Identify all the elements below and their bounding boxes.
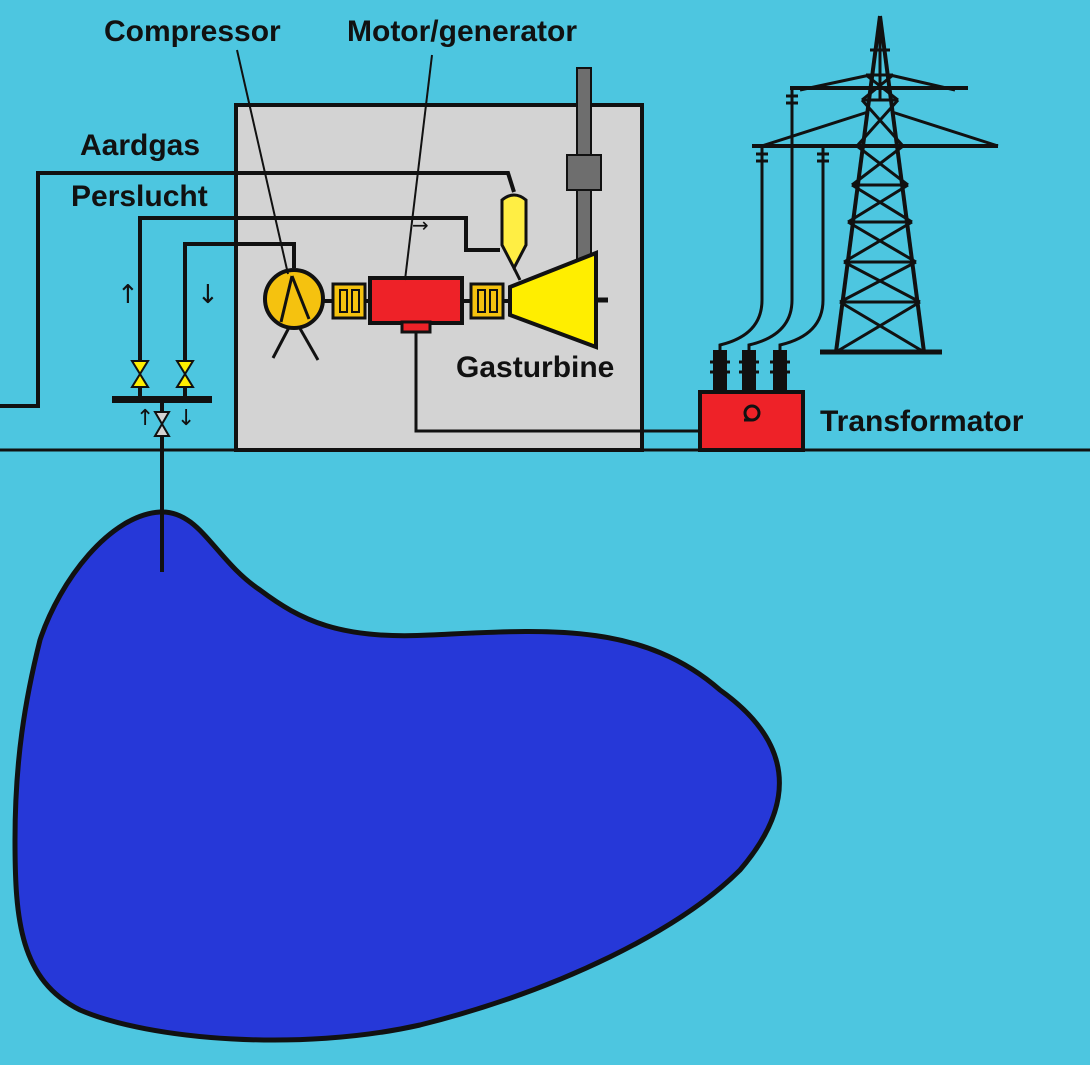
compressed-air-label: Perslucht — [71, 180, 208, 213]
transformer-label: Transformator — [820, 405, 1024, 438]
compressor-leader-line — [236, 49, 289, 275]
gas-turbine-unit — [508, 250, 608, 350]
natural-gas-pipe — [0, 171, 516, 408]
motor-generator-leader-line — [404, 54, 433, 281]
underground-reservoir — [12, 509, 782, 1043]
coupling-left — [331, 282, 367, 320]
gas-turbine-label: Gasturbine — [456, 351, 615, 384]
well-flow-arrow-down: ↓ — [177, 406, 196, 431]
valve-compressed-air-out — [130, 360, 150, 388]
transformer-unit — [698, 390, 805, 452]
pylon-insulators — [756, 88, 829, 168]
heat-recuperator — [566, 154, 602, 191]
natural-gas-label: Aardgas — [80, 129, 201, 162]
power-cables — [718, 92, 825, 350]
compressor-label: Compressor — [104, 15, 281, 48]
compressed-air-pipe-to-combustor — [138, 216, 500, 362]
transmission-pylon — [752, 15, 999, 355]
coupling-right — [469, 282, 505, 320]
compressed-air-pipe-from-compressor — [183, 242, 296, 362]
motor-generator-label: Motor/generator — [347, 15, 578, 48]
compressor-unit — [263, 268, 325, 361]
flow-arrow-right: → — [412, 213, 429, 237]
manifold-bar — [112, 396, 212, 403]
motor-generator-unit — [368, 276, 464, 334]
wellhead-valve — [153, 411, 171, 437]
well-flow-arrow-up: ↑ — [136, 406, 155, 431]
combustion-chamber — [500, 193, 528, 281]
valve-compressed-air-in — [175, 360, 195, 388]
transformer-bushings — [710, 350, 790, 392]
flow-arrow-up: ↑ — [117, 280, 139, 310]
flow-arrow-down: ↓ — [197, 280, 219, 310]
